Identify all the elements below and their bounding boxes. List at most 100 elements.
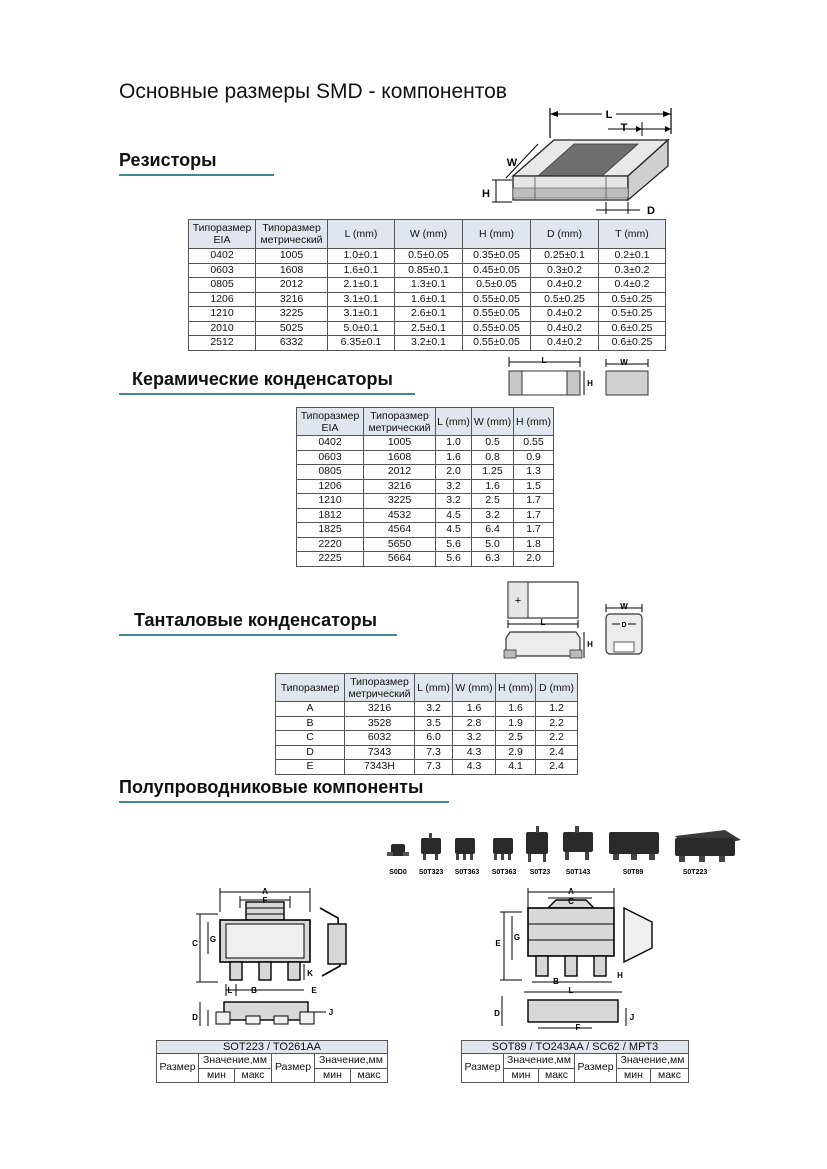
table-cell: 3.2±0.1 <box>394 335 463 351</box>
table-cell: 4532 <box>363 507 436 523</box>
table-cell: 1812 <box>296 507 364 523</box>
resistors-header-l: L (mm) <box>327 219 395 249</box>
resistors-table: Типоразмер EIA Типоразмер метрический L … <box>188 219 666 351</box>
sot89-col-max-1: макс <box>538 1067 575 1083</box>
sot223-table: SOT223 / TO261AA Размер Значение,мм Разм… <box>156 1040 388 1083</box>
resistors-header-t: T (mm) <box>598 219 666 249</box>
table-cell: 2.2 <box>535 715 578 731</box>
sot89-dim-j: J <box>630 1013 634 1022</box>
table-cell: 4564 <box>363 522 436 538</box>
table-cell: D <box>275 744 345 760</box>
table-cell: 3.1±0.1 <box>327 306 395 322</box>
table-cell: 2.5 <box>471 493 514 509</box>
package-label-6: S0T89 <box>623 869 644 876</box>
table-cell: 0.4±0.2 <box>598 277 666 293</box>
tantalum-dim-d: D <box>621 622 626 629</box>
tantalum-header-metric: Типоразмер метрический <box>344 673 415 702</box>
table-cell: 0603 <box>296 449 364 465</box>
table-cell: 1.6 <box>452 701 496 717</box>
ceramic-header-metric: Типоразмер метрический <box>363 407 436 436</box>
section-heading-semiconductors: Полупроводниковые компоненты <box>119 777 449 803</box>
sot223-dim-a: A <box>262 887 268 896</box>
ceramic-table: Типоразмер EIA Типоразмер метрический L … <box>296 407 554 567</box>
package-label-4: S0T23 <box>530 869 551 876</box>
table-cell: 3528 <box>344 715 415 731</box>
sot223-dim-g: G <box>210 935 216 944</box>
table-cell: 1.9 <box>495 715 536 731</box>
table-cell: 0.55±0.05 <box>462 291 531 307</box>
tantalum-dim-w: W <box>620 602 628 611</box>
table-cell: 1.2 <box>535 701 578 717</box>
tantalum-table: Типоразмер Типоразмер метрический L (mm)… <box>275 673 578 775</box>
table-cell: 3216 <box>255 291 328 307</box>
table-cell: 1825 <box>296 522 364 538</box>
table-cell: 5.0±0.1 <box>327 320 395 336</box>
package-s0t23-icon <box>526 826 548 862</box>
sot89-dim-e: E <box>495 939 501 948</box>
table-cell: 3.2 <box>471 507 514 523</box>
table-cell: 2.6±0.1 <box>394 306 463 322</box>
sot89-col-min-2: мин <box>616 1067 651 1083</box>
tantalum-header-l: L (mm) <box>414 673 453 702</box>
table-cell: 2.2 <box>535 730 578 746</box>
table-cell: 0.5±0.25 <box>530 291 599 307</box>
table-cell: 5664 <box>363 551 436 567</box>
table-cell: 0.4±0.2 <box>530 277 599 293</box>
package-label-7: S0T223 <box>683 869 708 876</box>
ceramic-dim-h: H <box>587 379 593 388</box>
sot89-table: SOT89 / TO243AA / SC62 / MPT3 Размер Зна… <box>461 1040 689 1083</box>
table-cell: 1.7 <box>513 522 554 538</box>
table-cell: 7.3 <box>414 759 453 775</box>
table-cell: 2.9 <box>495 744 536 760</box>
table-cell: C <box>275 730 345 746</box>
sot223-table-title: SOT223 / TO261AA <box>156 1040 388 1054</box>
sot223-col-value-2: Значение,мм <box>314 1053 388 1069</box>
table-cell: 0805 <box>188 277 256 293</box>
table-cell: 2512 <box>188 335 256 351</box>
table-cell: 7343H <box>344 759 415 775</box>
sot223-dim-l: L <box>228 986 233 995</box>
package-s0t363-2-icon <box>493 838 513 860</box>
table-cell: 0.55±0.05 <box>462 335 531 351</box>
table-cell: 5650 <box>363 536 436 552</box>
page-title: Основные размеры SMD - компонентов <box>119 80 507 103</box>
tantalum-dim-l: L <box>541 618 546 627</box>
table-cell: 4.3 <box>452 759 496 775</box>
sot223-dim-e: E <box>311 986 317 995</box>
table-cell: 0.25±0.1 <box>530 248 599 264</box>
table-cell: 0603 <box>188 262 256 278</box>
table-cell: 5025 <box>255 320 328 336</box>
table-cell: 1608 <box>363 449 436 465</box>
table-cell: 0.4±0.2 <box>530 320 599 336</box>
sot89-col-value-2: Значение,мм <box>616 1053 689 1069</box>
sot223-dim-c: C <box>192 939 198 948</box>
ceramic-capacitor-diagram: L H W <box>508 356 649 396</box>
sot223-dim-j: J <box>329 1008 333 1017</box>
table-cell: 7343 <box>344 744 415 760</box>
sot223-col-max-2: макс <box>350 1067 388 1083</box>
table-cell: 0.55 <box>513 435 554 451</box>
table-cell: 2.8 <box>452 715 496 731</box>
table-cell: 2.4 <box>535 759 578 775</box>
tantalum-header-d: D (mm) <box>535 673 578 702</box>
package-s0t89-icon <box>609 832 659 860</box>
table-cell: 1.6±0.1 <box>327 262 395 278</box>
ceramic-dim-l: L <box>542 356 547 365</box>
sot223-col-size-1: Размер <box>156 1053 199 1083</box>
tantalum-capacitor-diagram: + L H W D <box>503 581 643 659</box>
table-cell: 0.5±0.05 <box>394 248 463 264</box>
sot89-col-value-1: Значение,мм <box>503 1053 575 1069</box>
table-cell: A <box>275 701 345 717</box>
ceramic-header-l: L (mm) <box>435 407 472 436</box>
sot223-col-max-1: макс <box>234 1067 272 1083</box>
ceramic-header-eia: Типоразмер EIA <box>296 407 364 436</box>
